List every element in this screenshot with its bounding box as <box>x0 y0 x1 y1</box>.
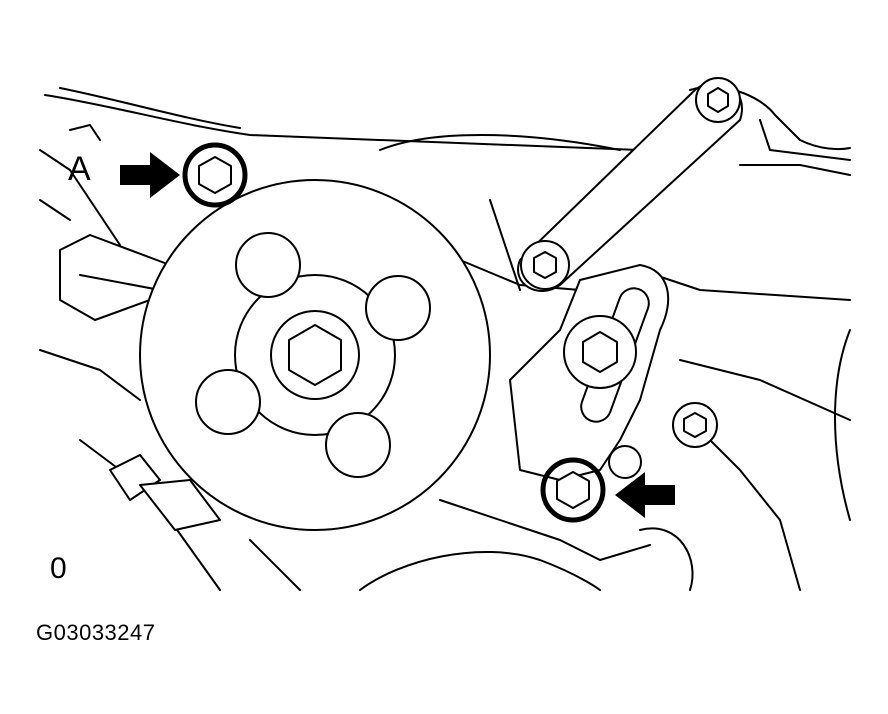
callout-label-a: A <box>68 150 91 188</box>
small-bolt-right <box>608 402 718 479</box>
arrow-left-icon <box>615 472 675 518</box>
arrow-right-icon <box>120 152 180 198</box>
figure-code: G03033247 <box>36 620 156 645</box>
engine-outline <box>39 85 851 591</box>
bolt-a <box>182 142 248 208</box>
adjusting-link <box>517 77 743 292</box>
left-connector <box>59 234 221 531</box>
power-steering-pulley <box>139 179 491 531</box>
view-label: 0 <box>50 552 67 585</box>
pump-bracket <box>509 264 670 481</box>
bolt-lower <box>540 457 606 523</box>
